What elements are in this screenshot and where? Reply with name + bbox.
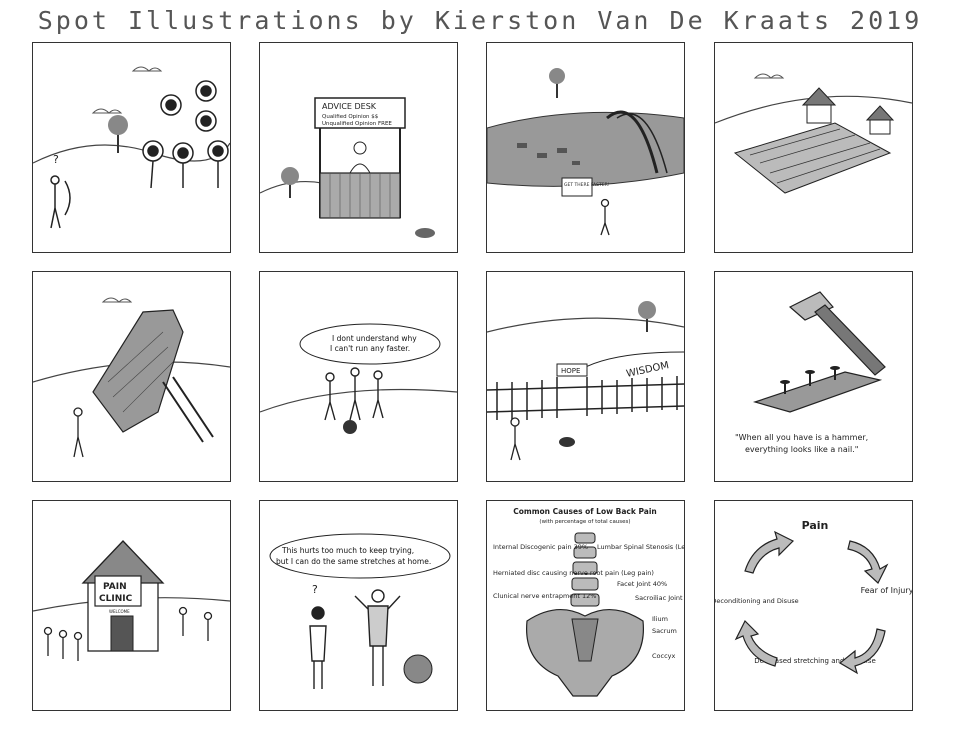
panel-hope-gate: WISDOM HOPE bbox=[486, 271, 685, 482]
cycle-arrow-top-right-icon bbox=[847, 540, 889, 584]
panel-advice-desk: ADVICE DESK Qualified Opinion $$ Unquali… bbox=[259, 42, 458, 253]
wisdom-label: WISDOM bbox=[625, 360, 670, 380]
bridge-sign: GET THERE FASTER! bbox=[564, 182, 610, 188]
label-herniated-disc: Herniated disc causing nerve root pain (… bbox=[493, 569, 654, 577]
clinic-door-label: WELCOME bbox=[109, 609, 130, 614]
pelvis-illustration bbox=[525, 608, 645, 697]
speech-bubble bbox=[269, 533, 451, 579]
label-coccyx: Coccyx bbox=[652, 652, 676, 660]
exercise-ball-icon bbox=[403, 654, 433, 684]
cycle-pain: Pain bbox=[802, 519, 829, 532]
panel-back-pain: Common Causes of Low Back Pain (with per… bbox=[486, 500, 685, 711]
ball-icon bbox=[343, 420, 357, 434]
advice-line-2: Unqualified Opinion FREE bbox=[322, 121, 392, 127]
panel-pain-clinic: PAIN CLINIC WELCOME bbox=[32, 500, 231, 711]
hammer-quote-line-2: everything looks like a nail." bbox=[745, 445, 858, 454]
worker-figure bbox=[73, 407, 84, 458]
walker-figure bbox=[510, 417, 521, 461]
house-icon bbox=[801, 87, 837, 124]
tree-icon bbox=[108, 115, 128, 153]
runners-speech-line-1: I dont understand why bbox=[332, 334, 417, 343]
advice-line-1: Qualified Opinion $$ bbox=[322, 114, 379, 120]
label-sacroiliac: Sacroiliac Joint 18% bbox=[635, 594, 684, 602]
panel-hammer: "When all you have is a hammer, everythi… bbox=[714, 271, 913, 482]
back-pain-subtitle: (with percentage of total causes) bbox=[539, 519, 630, 525]
stretches-speech-line-1: This hurts too much to keep trying, bbox=[281, 546, 414, 555]
hammer-icon bbox=[788, 291, 886, 376]
clinic-building: PAIN CLINIC WELCOME bbox=[81, 540, 165, 652]
speech-bubble bbox=[299, 323, 441, 365]
panel-garden bbox=[714, 42, 913, 253]
clinic-sign-line-1: PAIN bbox=[103, 582, 127, 592]
advice-desk-title: ADVICE DESK bbox=[322, 102, 377, 111]
label-clunical: Clunical nerve entrapment 12% bbox=[493, 592, 596, 600]
page-title: Spot Illustrations by Kierston Van De Kr… bbox=[37, 6, 923, 35]
cycle-deconditioning: Deconditioning and Disuse bbox=[715, 597, 799, 605]
clinic-sign-line-2: CLINIC bbox=[99, 594, 133, 604]
tree-icon bbox=[638, 301, 656, 332]
archer-figure bbox=[50, 175, 71, 229]
advisor-figure bbox=[349, 141, 371, 174]
board-with-nails bbox=[752, 366, 883, 413]
fence bbox=[487, 376, 684, 420]
back-pain-title: Common Causes of Low Back Pain bbox=[513, 507, 657, 516]
label-facet: Facet Joint 40% bbox=[617, 580, 667, 588]
targets-group bbox=[142, 80, 229, 189]
spine-illustration bbox=[570, 532, 600, 607]
cycle-arrow-bottom-right-icon bbox=[838, 628, 886, 675]
panel-wall bbox=[32, 271, 231, 482]
panel-bridge: GET THERE FASTER! bbox=[486, 42, 685, 253]
cycle-arrow-bottom-left-icon bbox=[734, 619, 778, 667]
patient-figure bbox=[309, 606, 327, 689]
label-stenosis: Lumbar Spinal Stenosis (Leg Pain and Wea… bbox=[597, 543, 684, 551]
therapist-figure bbox=[354, 589, 401, 686]
runners-group bbox=[324, 367, 384, 421]
cycle-fear: Fear of Injury bbox=[861, 586, 912, 595]
label-ilium: Ilium bbox=[652, 615, 668, 623]
runners-speech-line-2: I can't run any faster. bbox=[330, 344, 410, 353]
cycle-decreased: Decreased stretching and Exercise bbox=[754, 657, 876, 665]
cycle-arrow-top-left-icon bbox=[744, 530, 795, 574]
label-discogenic: Internal Discogenic pain 39% bbox=[493, 543, 588, 551]
question-mark: ? bbox=[312, 583, 318, 596]
panel-stretches: This hurts too much to keep trying, but … bbox=[259, 500, 458, 711]
tree-icon bbox=[281, 167, 299, 198]
tree-icon bbox=[549, 68, 565, 98]
ladder-icon bbox=[162, 381, 204, 443]
stretches-speech-line-2: but I can do the same stretches at home. bbox=[276, 557, 431, 566]
turtle-icon bbox=[415, 228, 435, 238]
panel-runners: I dont understand why I can't run any fa… bbox=[259, 271, 458, 482]
dog-icon bbox=[559, 437, 575, 447]
hammer-quote-line-1: "When all you have is a hammer, bbox=[735, 433, 868, 442]
walker-figure bbox=[600, 198, 610, 236]
panel-pain-cycle: Pain Fear of Injury Decreased stretching… bbox=[714, 500, 913, 711]
hope-sign: HOPE bbox=[561, 367, 580, 375]
question-mark: ? bbox=[53, 153, 59, 166]
panel-archery: ? bbox=[32, 42, 231, 253]
patients-group bbox=[43, 606, 213, 661]
label-sacrum: Sacrum bbox=[652, 627, 677, 635]
house-icon bbox=[865, 105, 895, 135]
